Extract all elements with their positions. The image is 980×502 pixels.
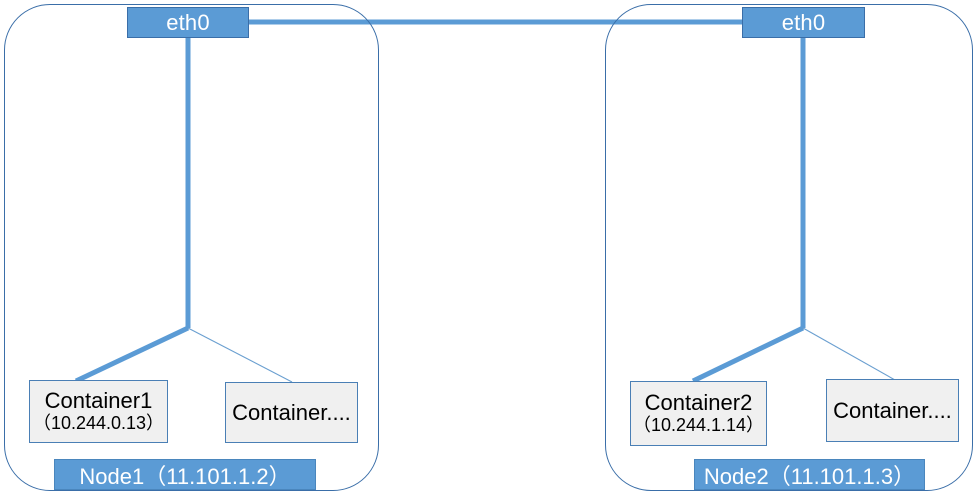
node1-container1-ip: （10.244.0.13） [32,413,165,434]
node2-label-text: Node2（11.101.1.3） [703,463,916,489]
node1-eth0-interface[interactable]: eth0 [127,7,249,38]
node2-label: Node2（11.101.1.3） [694,459,925,490]
node1-container-more[interactable]: Container.... [225,382,358,443]
node1-container1[interactable]: Container1 （10.244.0.13） [29,380,168,443]
node1-container-more-name: Container.... [232,399,351,425]
node1-container1-name: Container1 [44,388,153,413]
node-boundary-node1 [4,4,379,491]
node2-container2-ip: （10.244.1.14） [632,415,765,436]
link-node2-junction-to-container-more [802,327,896,381]
node1-label: Node1（11.101.1.2） [54,459,316,490]
node2-eth0-label: eth0 [781,9,826,35]
node2-container2-name: Container2 [644,390,753,415]
link-node1-junction-to-container-more [187,327,293,383]
node2-container-more-name: Container.... [833,397,952,423]
link-node1-junction-to-container1 [74,325,190,384]
node2-container2[interactable]: Container2 （10.244.1.14） [630,381,767,446]
node-boundary-node2 [605,4,973,491]
node1-label-text: Node1（11.101.1.2） [79,463,291,489]
node2-container-more[interactable]: Container.... [826,379,959,442]
link-node2-junction-to-container2 [691,325,805,384]
node2-eth0-interface[interactable]: eth0 [742,7,865,38]
node1-eth0-label: eth0 [166,9,210,35]
